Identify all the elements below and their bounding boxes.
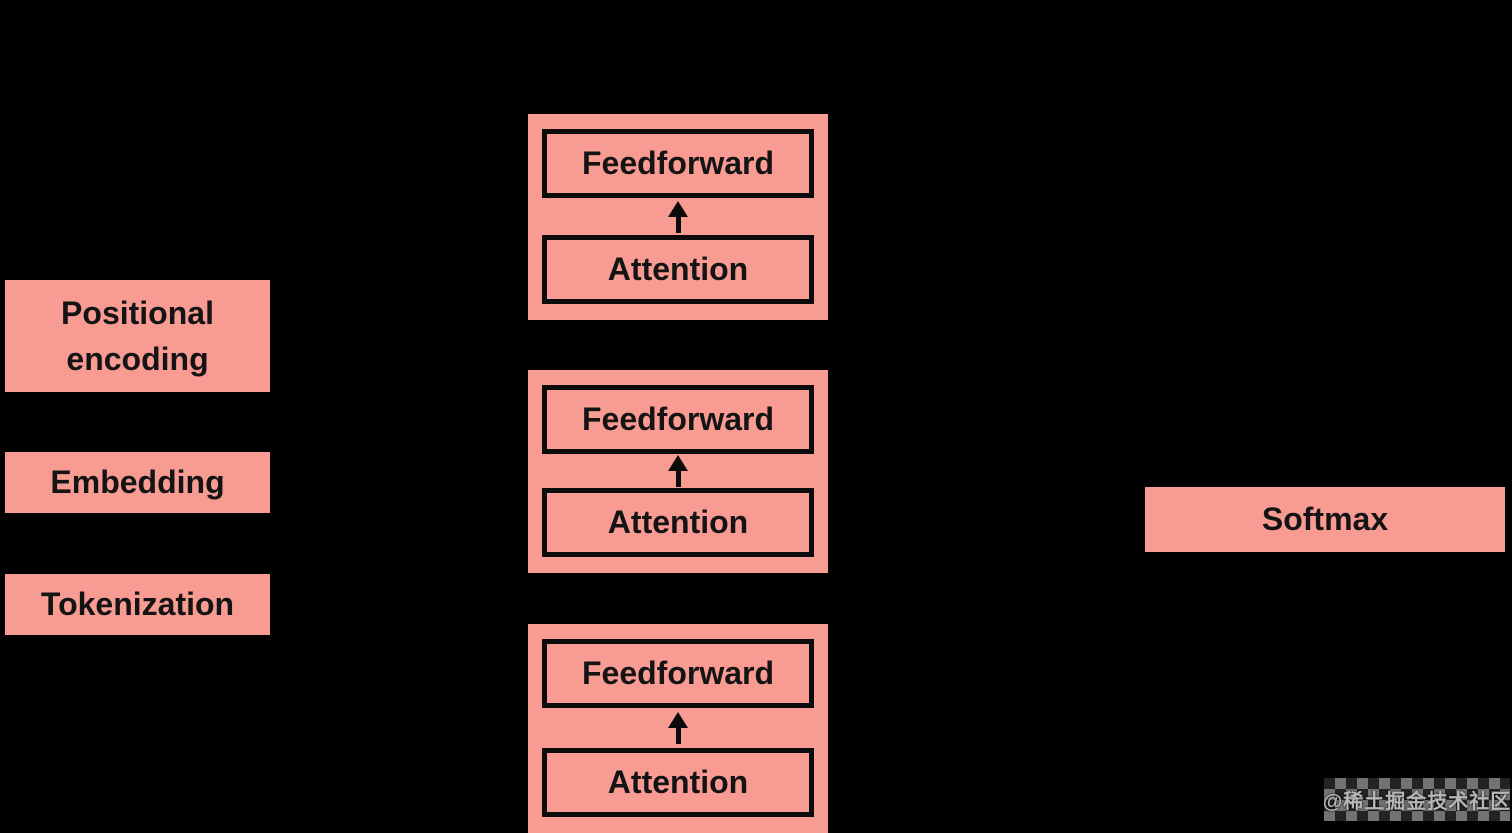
arrow-stem — [675, 216, 681, 233]
feedforward-label: Feedforward — [581, 145, 775, 181]
positional-encoding-label: Positional encoding — [61, 294, 214, 377]
arrow-stem — [675, 728, 681, 744]
feedforward-label: Feedforward — [581, 655, 775, 691]
attention-label: Attention — [607, 764, 749, 800]
embedding-box: Embedding — [5, 452, 270, 513]
attention-box: Attention — [542, 235, 814, 304]
tokenization-box: Tokenization — [5, 574, 270, 635]
embedding-label: Embedding — [50, 464, 225, 501]
arrow-head — [668, 712, 688, 728]
attention-box: Attention — [542, 488, 814, 557]
feedforward-box: Feedforward — [542, 385, 814, 454]
up-arrow-icon — [542, 198, 814, 235]
attention-label: Attention — [607, 251, 749, 287]
softmax-box: Softmax — [1145, 487, 1505, 552]
arrow-head — [668, 455, 688, 471]
up-arrow-icon — [542, 454, 814, 488]
positional-encoding-box: Positional encoding — [5, 280, 270, 392]
arrow-head — [668, 200, 688, 217]
feedforward-box: Feedforward — [542, 639, 814, 708]
arrow-stem — [675, 471, 681, 487]
attention-label: Attention — [607, 504, 749, 540]
feedforward-label: Feedforward — [581, 401, 775, 437]
transformer-block-1: Feedforward Attention — [528, 114, 828, 320]
tokenization-label: Tokenization — [40, 586, 235, 623]
transformer-block-3: Feedforward Attention — [528, 624, 828, 833]
up-arrow-icon — [542, 708, 814, 748]
transformer-block-2: Feedforward Attention — [528, 370, 828, 573]
attention-box: Attention — [542, 748, 814, 817]
juejin-watermark: @稀土掘金技术社区 — [1322, 778, 1512, 821]
feedforward-box: Feedforward — [542, 129, 814, 198]
juejin-watermark-text: @稀土掘金技术社区 — [1322, 791, 1512, 813]
softmax-label: Softmax — [1261, 501, 1389, 537]
